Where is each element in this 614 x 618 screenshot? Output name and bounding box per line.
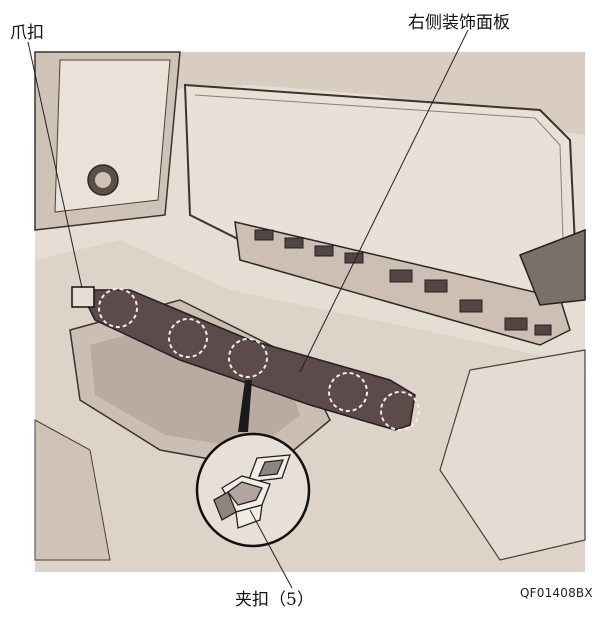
leader-panel — [299, 29, 469, 373]
interior-illustration — [34, 51, 586, 572]
label-claw-clip: 爪扣 — [10, 23, 44, 43]
label-right-trim-panel: 右侧装饰面板 — [408, 13, 510, 33]
label-clip: 夹扣（5） — [235, 590, 314, 610]
leader-lines — [27, 29, 469, 589]
leader-clip — [249, 509, 293, 589]
clip-inset-drawing — [213, 454, 291, 529]
leader-claw — [27, 41, 83, 289]
figure-code: QF01408BX — [520, 586, 593, 600]
